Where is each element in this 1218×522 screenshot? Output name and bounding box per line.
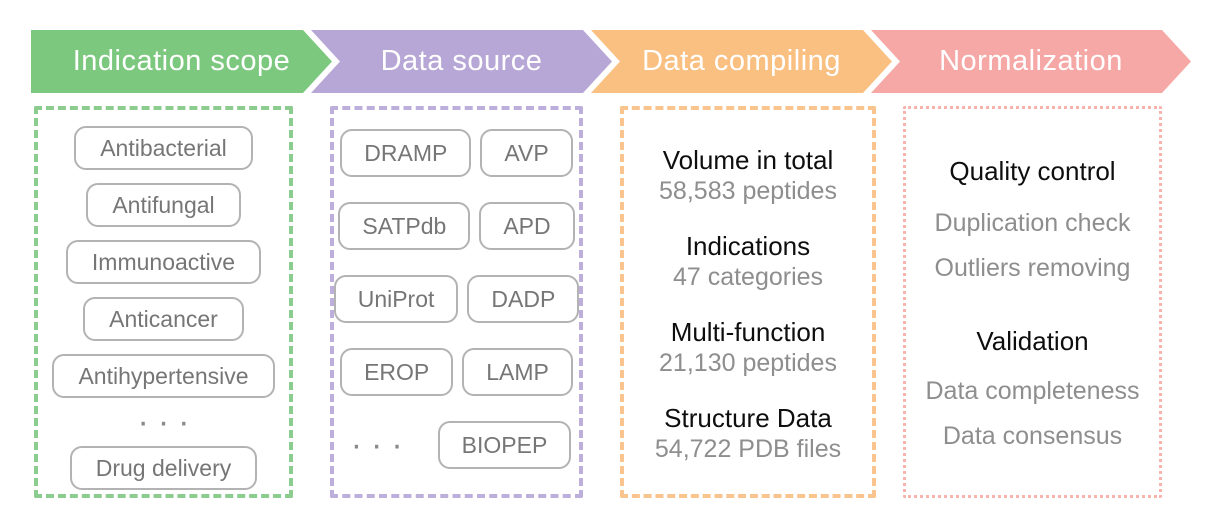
source-row: EROP LAMP <box>340 348 573 396</box>
indication-pill: Immunoactive <box>65 240 262 284</box>
stat-value: 47 categories <box>672 263 824 291</box>
source-row: ··· BIOPEP <box>342 421 572 469</box>
normalization-box: Quality control Duplication check Outlie… <box>903 106 1162 498</box>
source-pill: APD <box>479 202 575 250</box>
stage-arrow-data-compiling: Data compiling <box>591 30 892 93</box>
stat-group: Volume in total 58,583 peptides <box>659 144 837 206</box>
stat-value: 58,583 peptides <box>659 177 837 205</box>
stage-arrow-indication-scope: Indication scope <box>31 30 332 93</box>
indication-pill: Antifungal <box>86 183 241 227</box>
norm-section-title: Validation <box>976 326 1089 356</box>
normalization-list: Quality control Duplication check Outlie… <box>906 109 1159 495</box>
source-row: SATPdb APD <box>338 202 575 250</box>
source-pill: LAMP <box>462 348 573 396</box>
stat-group: Structure Data 54,722 PDB files <box>655 402 841 464</box>
source-pill: DRAMP <box>340 129 472 177</box>
ellipsis-dots: ··· <box>350 425 412 464</box>
indication-scope-box: Antibacterial Antifungal Immunoactive An… <box>34 106 293 498</box>
indication-list: Antibacterial Antifungal Immunoactive An… <box>38 110 289 494</box>
indication-pill: Anticancer <box>83 297 244 341</box>
stage-arrow-normalization: Normalization <box>871 30 1191 93</box>
stat-value: 21,130 peptides <box>659 349 837 377</box>
source-pill: EROP <box>340 348 454 396</box>
source-pill: BIOPEP <box>437 421 572 469</box>
stage-label: Data source <box>380 45 543 77</box>
source-row: DRAMP AVP <box>340 129 573 177</box>
stage-label: Indication scope <box>72 45 291 77</box>
norm-item: Data completeness <box>925 377 1140 405</box>
indication-pill: Antibacterial <box>74 126 253 170</box>
ellipsis-dots: ··· <box>137 402 199 441</box>
stat-title: Structure Data <box>664 403 832 433</box>
source-grid: DRAMP AVP SATPdb APD UniProt DADP EROP L… <box>333 110 580 494</box>
source-pill: UniProt <box>333 275 459 323</box>
stat-group: Multi-function 21,130 peptides <box>659 316 837 378</box>
stage-arrow-data-source: Data source <box>311 30 612 93</box>
stage-label: Normalization <box>939 45 1123 77</box>
stat-group: Indications 47 categories <box>673 230 823 292</box>
stat-title: Volume in total <box>662 145 834 175</box>
compiling-stats: Volume in total 58,583 peptides Indicati… <box>624 110 872 494</box>
source-pill: DADP <box>467 275 580 323</box>
stat-title: Multi-function <box>670 317 826 347</box>
indication-pill: Drug delivery <box>69 446 258 490</box>
stat-value: 54,722 PDB files <box>654 435 842 463</box>
source-row: UniProt DADP <box>333 275 580 323</box>
source-pill: SATPdb <box>338 202 471 250</box>
norm-item: Data consensus <box>942 422 1123 450</box>
source-pill: AVP <box>480 129 573 177</box>
data-compiling-box: Volume in total 58,583 peptides Indicati… <box>620 106 876 498</box>
norm-item: Duplication check <box>934 209 1131 237</box>
data-source-box: DRAMP AVP SATPdb APD UniProt DADP EROP L… <box>330 106 583 498</box>
stage-label: Data compiling <box>642 45 841 77</box>
indication-pill: Antihypertensive <box>52 354 275 398</box>
stat-title: Indications <box>685 231 811 261</box>
norm-section-title: Quality control <box>949 156 1116 186</box>
norm-item: Outliers removing <box>934 254 1131 282</box>
